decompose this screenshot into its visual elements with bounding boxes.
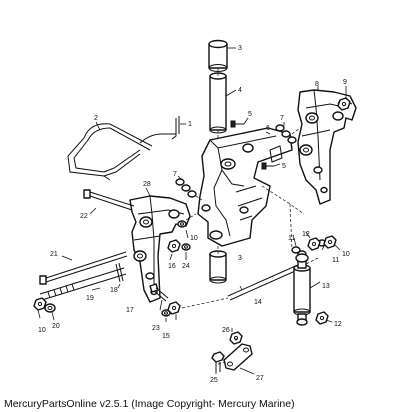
callout-14: 14 xyxy=(254,299,262,306)
part-28-left-clamp-bracket xyxy=(129,195,191,303)
callout-5-lower: 5 xyxy=(282,163,286,170)
callout-4: 4 xyxy=(238,87,242,94)
part-2-tilt-lock-lever xyxy=(67,123,176,181)
callout-9: 9 xyxy=(343,79,347,86)
part-21-rod xyxy=(39,251,128,285)
callout-28: 28 xyxy=(143,181,151,188)
part-7-washers-right xyxy=(275,124,297,144)
callout-10-center: 10 xyxy=(190,235,198,242)
part-10-washer-center xyxy=(177,220,187,228)
callout-3-lower: 3 xyxy=(238,255,242,262)
part-16-nut xyxy=(167,239,181,253)
part-9-nut xyxy=(337,97,351,111)
callout-7-right: 7 xyxy=(280,115,284,122)
part-3-upper-bushing xyxy=(208,39,228,72)
part-5-bolt-upper xyxy=(230,120,244,128)
callout-18: 18 xyxy=(110,287,118,294)
callout-labels: 3 4 2 1 5 6 7 8 9 5 7 28 22 10 16 24 3 2… xyxy=(38,45,350,384)
callout-19: 19 xyxy=(86,295,94,302)
part-5-bolt-lower xyxy=(261,162,274,170)
part-27-link-plate xyxy=(223,343,253,371)
callout-11-upper: 11 xyxy=(288,235,295,242)
callout-26: 26 xyxy=(222,327,230,334)
callout-10-right: 10 xyxy=(342,251,350,258)
callout-22: 22 xyxy=(80,213,88,220)
part-23-washer xyxy=(161,309,171,317)
part-13-tilt-cylinder xyxy=(293,253,311,326)
callout-13: 13 xyxy=(322,283,330,290)
part-18-pin xyxy=(115,262,124,283)
callout-10-left: 10 xyxy=(38,327,46,334)
part-25-screw xyxy=(211,351,225,372)
callout-24: 24 xyxy=(182,263,190,270)
part-22-bolt xyxy=(83,189,135,211)
part-12-nut-upper xyxy=(307,237,321,251)
part-3-lower-bushing xyxy=(209,250,227,284)
callout-11-lower: 11 xyxy=(332,257,339,264)
part-6-swivel-bracket xyxy=(197,127,293,247)
callout-20: 20 xyxy=(52,323,60,330)
callout-21: 21 xyxy=(50,251,58,258)
callout-12-upper: 12 xyxy=(302,231,310,238)
callout-6: 6 xyxy=(266,125,270,132)
callout-17: 17 xyxy=(126,307,134,314)
callout-5-upper: 5 xyxy=(248,111,252,118)
leader-lines xyxy=(37,47,347,375)
callout-3-upper: 3 xyxy=(238,45,242,52)
part-15-nut xyxy=(167,301,181,315)
callout-1: 1 xyxy=(188,121,192,128)
part-19-threaded-tube xyxy=(39,267,127,301)
callout-8: 8 xyxy=(315,81,319,88)
callout-15: 15 xyxy=(162,333,170,340)
part-1-clip xyxy=(171,116,180,140)
copyright-caption: MercuryPartsOnline v2.5.1 (Image Copyrig… xyxy=(4,398,295,410)
assembly-lines xyxy=(185,68,305,365)
callout-7-left: 7 xyxy=(173,171,177,178)
part-12-nut-lower xyxy=(315,311,329,325)
callout-12-lower: 12 xyxy=(334,321,342,328)
part-10-nut-left xyxy=(33,297,47,311)
part-20-washer xyxy=(44,303,56,313)
part-4-tube xyxy=(209,72,227,134)
part-17-bolt xyxy=(149,283,169,302)
part-24-washer xyxy=(181,243,191,251)
callout-27: 27 xyxy=(256,375,264,382)
part-7-washers-left xyxy=(175,178,197,198)
part-8-right-clamp-bracket xyxy=(297,89,357,205)
part-10-nut-right xyxy=(323,235,337,249)
callout-16: 16 xyxy=(168,263,176,270)
callout-23: 23 xyxy=(152,325,160,332)
callout-2: 2 xyxy=(94,115,98,122)
callout-25: 25 xyxy=(210,377,218,384)
